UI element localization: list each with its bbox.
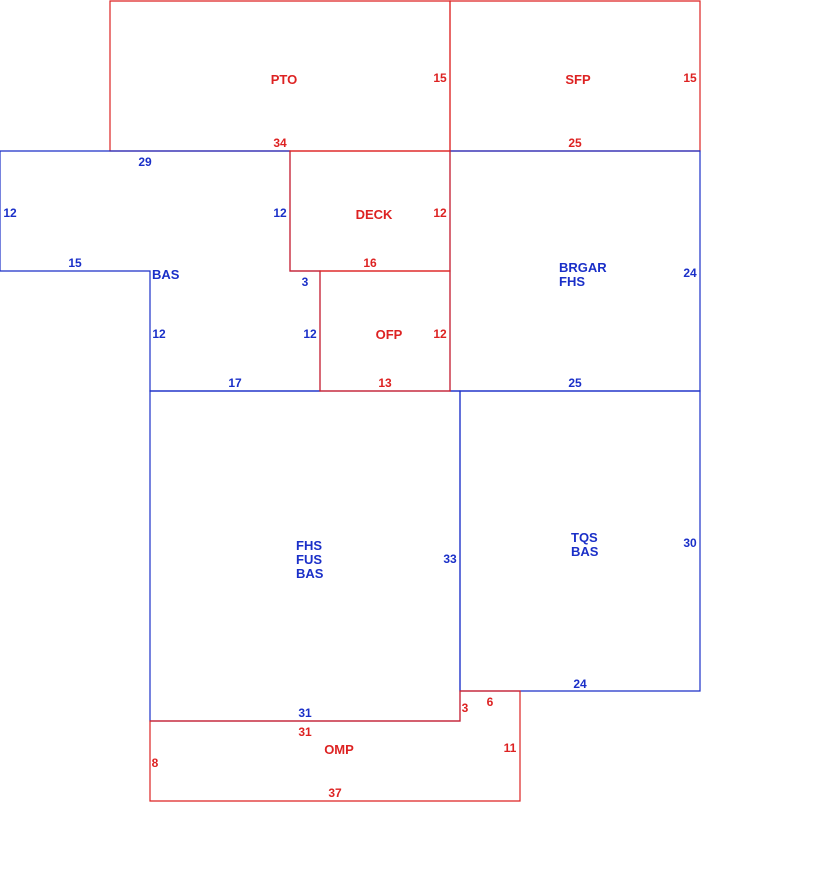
dim-omp-step: 3 <box>462 701 469 715</box>
dim-bas-lower-left: 12 <box>152 327 166 341</box>
dim-deck-bottom: 16 <box>363 256 377 270</box>
dim-fhs-bottom: 31 <box>298 706 312 720</box>
dim-deck-right: 12 <box>433 206 447 220</box>
dim-tqs-bottom: 24 <box>573 677 587 691</box>
area-omp-label: OMP <box>324 742 354 757</box>
dim-omp-top: 31 <box>298 725 312 739</box>
area-omp-outline <box>149 690 521 802</box>
dim-bas-notch: 3 <box>302 275 309 289</box>
dim-bas-top: 29 <box>138 155 152 169</box>
dim-sfp-right: 15 <box>683 71 697 85</box>
dim-bas-left: 12 <box>3 206 17 220</box>
area-ofp-label: OFP <box>376 327 403 342</box>
dim-brgar-bottom: 25 <box>568 376 582 390</box>
area-tqs-outline <box>459 390 701 692</box>
dim-bas-inner-right: 12 <box>273 206 287 220</box>
area-bas-label: BAS <box>152 267 180 282</box>
dim-ofp-right: 12 <box>433 327 447 341</box>
dim-bas-bottom: 17 <box>228 376 242 390</box>
dim-pto-right: 15 <box>433 71 447 85</box>
dim-sfp-bottom: 25 <box>568 136 582 150</box>
dim-omp-right: 11 <box>504 741 517 755</box>
area-sfp-label: SFP <box>565 72 591 87</box>
dim-fhs-right: 33 <box>443 552 457 566</box>
dim-omp-left: 8 <box>152 756 159 770</box>
dim-omp-bottom: 37 <box>328 786 342 800</box>
area-pto-label: PTO <box>271 72 298 87</box>
area-deck-label: DECK <box>356 207 393 222</box>
dim-bas-lower-right: 12 <box>303 327 317 341</box>
dim-ofp-bottom: 13 <box>378 376 392 390</box>
dim-bas-step: 15 <box>68 256 82 270</box>
dim-tqs-right: 30 <box>683 536 697 550</box>
dim-pto-bottom: 34 <box>273 136 287 150</box>
dim-omp-top-right: 6 <box>487 695 494 709</box>
dim-brgar-right: 24 <box>683 266 697 280</box>
area-ofp-outline <box>319 270 451 392</box>
